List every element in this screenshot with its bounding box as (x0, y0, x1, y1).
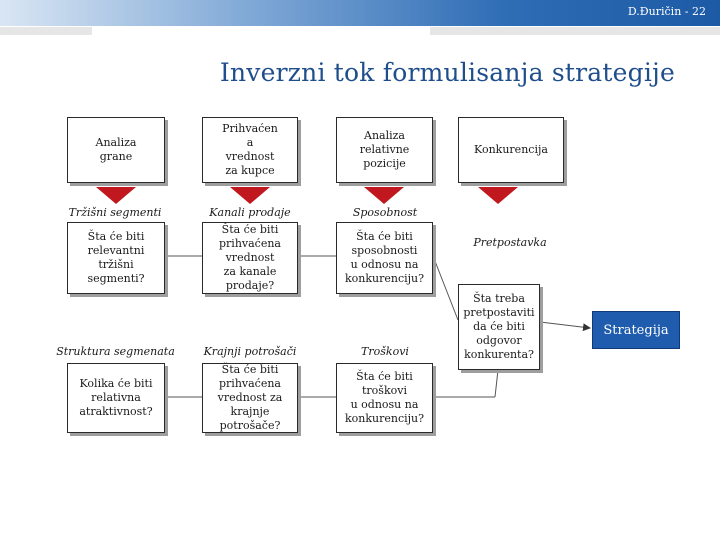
troskovi-text: Šta će biti troškovi u odnosu na konkure… (344, 370, 425, 425)
vrednost-kanali-box: Šta će biti prihvaćena vrednost za kanal… (202, 222, 298, 294)
header-strip-left (0, 27, 92, 35)
strategija-box: Strategija (592, 311, 680, 349)
analiza-grane-text: Analiza grane (95, 136, 137, 163)
label-sposobnost: Sposobnost (352, 206, 418, 219)
label-trzisni-segmenti: Tržišni segmenti (68, 206, 162, 219)
odgovor-konkurenta-text: Šta treba pretpostaviti da će biti odgov… (463, 292, 535, 361)
label-troskovi: Troškovi (361, 345, 409, 358)
red-arrow-icon (478, 187, 518, 204)
vrednost-kanali-text: Šta će biti prihvaćena vrednost za kanal… (219, 223, 281, 292)
slide-title: Inverzni tok formulisanja strategije (219, 58, 675, 87)
vrednost-potrosaci-text: Šta će biti prihvaćena vrednost za krajn… (217, 363, 283, 432)
header-bar: D.Đuričin - 22 (0, 0, 720, 26)
label-krajnji-potrosaci: Krajnji potrošači (203, 345, 297, 358)
strategija-text: Strategija (603, 322, 669, 338)
atraktivnost-text: Kolika će biti relativna atraktivnost? (79, 377, 153, 418)
header-strip-right (430, 27, 720, 35)
page-label: D.Đuričin - 22 (627, 5, 706, 18)
odgovor-konkurenta-box: Šta treba pretpostaviti da će biti odgov… (458, 284, 540, 370)
konkurencija-text: Konkurencija (474, 143, 548, 156)
troskovi-box: Šta će biti troškovi u odnosu na konkure… (336, 363, 433, 433)
vrednost-potrosaci-box: Šta će biti prihvaćena vrednost za krajn… (202, 363, 298, 433)
sposobnosti-box: Šta će biti sposobnosti u odnosu na konk… (336, 222, 433, 294)
label-pretpostavka: Pretpostavka (473, 236, 547, 249)
atraktivnost-box: Kolika će biti relativna atraktivnost? (67, 363, 165, 433)
prihvacena-vrednost-box: Prihvaćen a vrednost za kupce (202, 117, 298, 183)
analiza-relativne-pozicije-box: Analiza relativne pozicije (336, 117, 433, 183)
sposobnosti-text: Šta će biti sposobnosti u odnosu na konk… (344, 230, 425, 285)
red-arrow-icon (364, 187, 404, 204)
red-arrow-icon (96, 187, 136, 204)
label-struktura-segmenata: Struktura segmenata (56, 345, 175, 358)
analiza-grane-box: Analiza grane (67, 117, 165, 183)
prihvacena-vrednost-text: Prihvaćen a vrednost za kupce (222, 122, 278, 177)
analiza-relativne-pozicije-text: Analiza relativne pozicije (359, 129, 410, 170)
red-arrow-icon (230, 187, 270, 204)
relevantni-segmenti-box: Šta će biti relevantni tržišni segmenti? (67, 222, 165, 294)
label-kanali-prodaje: Kanali prodaje (209, 206, 291, 219)
konkurencija-box: Konkurencija (458, 117, 564, 183)
relevantni-segmenti-text: Šta će biti relevantni tržišni segmenti? (87, 230, 145, 285)
